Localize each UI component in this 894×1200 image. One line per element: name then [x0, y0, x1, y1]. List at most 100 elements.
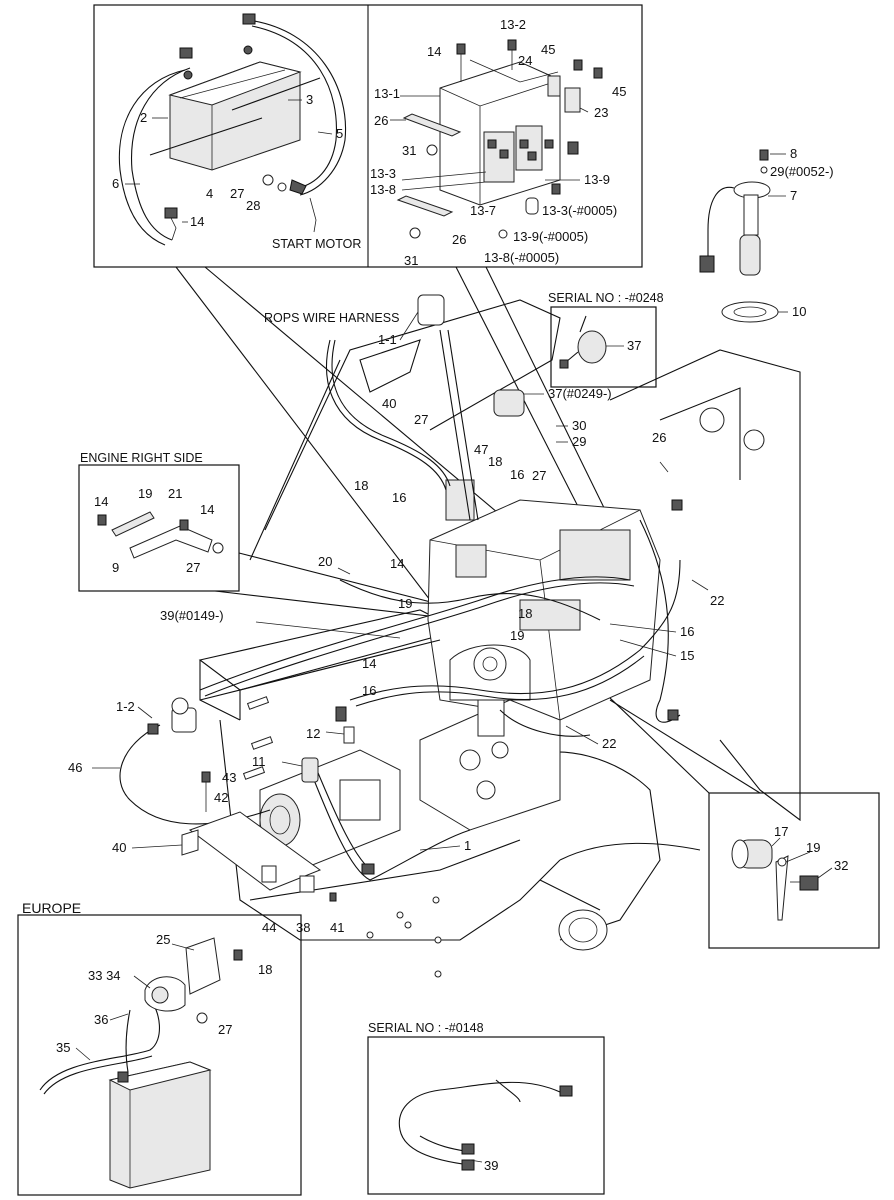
- battery-hold-bar: [231, 77, 321, 111]
- solenoid-valve: [477, 699, 505, 737]
- callout-19: 19: [510, 628, 524, 643]
- sender-wire: [707, 186, 735, 258]
- horn-37: [577, 330, 607, 364]
- bracket-40: [181, 829, 199, 856]
- callout-25: 25: [156, 932, 170, 947]
- engine-right-side-parts: [97, 511, 224, 559]
- callout-16: 16: [392, 490, 406, 505]
- callout-13-8: 13-8: [370, 182, 396, 197]
- leader: [785, 851, 811, 863]
- connector: [461, 1143, 475, 1155]
- callout-17: 17: [774, 824, 788, 839]
- callout-27: 27: [414, 412, 428, 427]
- callout-37: 37: [627, 338, 641, 353]
- gasket-hole: [733, 306, 767, 318]
- rops-connector-1-1: [417, 294, 445, 326]
- leader: [771, 837, 781, 847]
- relay-connector: [544, 139, 554, 149]
- stud: [404, 921, 412, 929]
- callout-29: 29: [572, 434, 586, 449]
- callout-leader: [469, 59, 559, 83]
- bolt-45: [593, 67, 603, 79]
- bolt-head: [164, 207, 178, 219]
- callout-45: 45: [541, 42, 555, 57]
- engine-edge: [539, 559, 561, 721]
- callout-39-variant: 39(#0149-): [160, 608, 224, 623]
- callout-46: 46: [68, 760, 82, 775]
- leader: [399, 311, 419, 341]
- leader: [325, 731, 345, 735]
- harness-15-outline: [355, 655, 645, 707]
- callout-22: 22: [710, 593, 724, 608]
- detail-17-19-32: [731, 839, 819, 921]
- battery-cable-negative-outline: [130, 67, 191, 241]
- bolt-14: [456, 43, 466, 55]
- leader: [419, 845, 461, 851]
- leader: [401, 181, 487, 191]
- leader: [691, 579, 709, 591]
- callout-31: 31: [404, 253, 418, 268]
- leader: [133, 975, 151, 989]
- callout-38: 38: [296, 920, 310, 935]
- callout-41: 41: [330, 920, 344, 935]
- connector: [671, 499, 683, 511]
- leader: [281, 761, 303, 767]
- bracket-25: [185, 937, 221, 995]
- callout-39: 39: [484, 1158, 498, 1173]
- callout-33-34: 33 34: [88, 968, 121, 983]
- leader-line: [609, 699, 761, 794]
- callout-18: 18: [354, 478, 368, 493]
- battery-terminal: [243, 45, 253, 55]
- engine-ecu: [559, 529, 631, 581]
- callout-13-9: 13-9: [584, 172, 610, 187]
- leader: [131, 844, 183, 849]
- leader: [109, 1013, 129, 1021]
- bolt-45: [573, 59, 583, 71]
- rops-wire-harness-label: ROPS WIRE HARNESS: [264, 311, 399, 325]
- horn-37-inset: [559, 315, 607, 369]
- harness-39-outline: [204, 582, 635, 697]
- connector: [147, 723, 159, 735]
- sensor-12: [343, 726, 355, 744]
- cable-35: [39, 999, 160, 1091]
- callout-19: 19: [806, 840, 820, 855]
- callout-13-3: 13-3: [370, 166, 396, 181]
- leader: [609, 623, 677, 633]
- serial-0148-label: SERIAL NO : -#0148: [368, 1021, 484, 1035]
- callout-1: 1: [464, 838, 471, 853]
- callout-47: 47: [474, 442, 488, 457]
- callout-13-3-variant: 13-3(-#0005): [542, 203, 617, 218]
- start-motor-terminal: [289, 179, 307, 195]
- callout-27: 27: [186, 560, 200, 575]
- connector: [361, 863, 375, 875]
- callout-1-1: 1-1: [378, 332, 397, 347]
- start-motor-pointer: [309, 197, 317, 233]
- callout-13-7: 13-7: [470, 203, 496, 218]
- nut-31: [426, 144, 438, 156]
- boom-arm-edge: [249, 359, 341, 561]
- callout-27: 27: [218, 1022, 232, 1037]
- leader: [317, 131, 333, 135]
- start-motor-label: START MOTOR: [272, 237, 361, 251]
- battery-cable-positive: [247, 19, 347, 196]
- fuse-13-7: [525, 197, 539, 215]
- nut-27: [196, 1012, 208, 1024]
- callout-16: 16: [510, 467, 524, 482]
- callout-14: 14: [94, 494, 108, 509]
- rops-harness: [326, 339, 447, 491]
- harness-15: [349, 559, 681, 701]
- stud: [396, 911, 404, 919]
- slot: [250, 736, 274, 750]
- leader: [817, 867, 833, 879]
- bolt-14: [179, 519, 189, 531]
- callout-42: 42: [214, 790, 228, 805]
- pump-bore: [269, 805, 291, 835]
- callout-19: 19: [138, 486, 152, 501]
- nut-27: [262, 174, 274, 186]
- battery-cable-negative: [118, 69, 186, 246]
- europe-parts: [39, 937, 243, 1189]
- relay-terminal: [499, 149, 509, 159]
- harness-39-inset: [398, 1079, 573, 1171]
- connector: [559, 1085, 573, 1097]
- battery-cell-line: [179, 69, 286, 99]
